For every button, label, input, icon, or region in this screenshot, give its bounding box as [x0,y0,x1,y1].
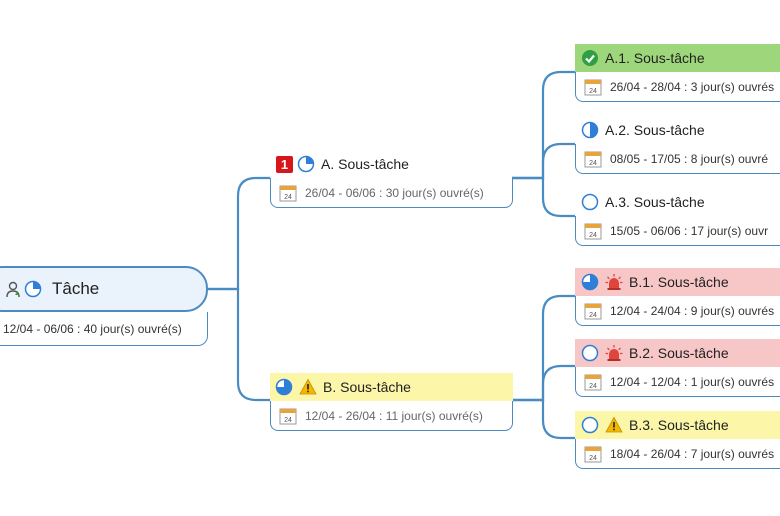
calendar-icon: 24 [584,79,602,95]
node-b1-dates: 24 12/04 - 24/04 : 9 jour(s) ouvrés [575,296,780,326]
check-icon [582,50,598,66]
half-progress-icon [581,121,599,139]
node-b3-title[interactable]: B.3. Sous-tâche [575,411,780,439]
connector-b-b1 [512,294,575,402]
node-b3-label: B.3. Sous-tâche [629,417,729,433]
empty-progress-icon [581,416,599,434]
three-quarter-progress-icon [275,378,293,396]
resource-person-icon [6,281,20,298]
empty-progress-icon [581,193,599,211]
svg-text:24: 24 [589,232,597,239]
root-node[interactable]: Tâche [0,266,208,312]
svg-text:24: 24 [589,455,597,462]
node-a-label: A. Sous-tâche [321,156,409,172]
svg-text:24: 24 [284,417,292,424]
node-a2-title[interactable]: A.2. Sous-tâche [581,116,780,144]
calendar-icon: 24 [584,446,602,462]
root-title: Tâche [52,279,100,298]
connector-a-a2 [512,142,575,180]
node-b1-title[interactable]: B.1. Sous-tâche [575,268,780,296]
node-b-label: B. Sous-tâche [323,379,411,395]
node-a2-dates: 24 08/05 - 17/05 : 8 jour(s) ouvré [575,144,780,174]
node-b2-title[interactable]: B.2. Sous-tâche [575,339,780,367]
warning-icon [605,416,623,433]
node-a1-label: A.1. Sous-tâche [605,50,705,66]
connector-root-b [208,287,270,402]
alarm-icon [605,345,623,361]
node-a1-dates: 24 26/04 - 28/04 : 3 jour(s) ouvrés [575,72,780,102]
node-a3-title[interactable]: A.3. Sous-tâche [581,188,780,216]
calendar-icon: 24 [584,223,602,239]
empty-progress-icon [581,344,599,362]
svg-text:24: 24 [284,194,292,201]
calendar-icon: 24 [584,151,602,167]
calendar-icon: 24 [584,374,602,390]
warning-icon [299,378,317,395]
calendar-icon: 24 [279,185,297,201]
node-a1-title[interactable]: A.1. Sous-tâche [575,44,780,72]
node-a3-dates: 24 15/05 - 06/06 : 17 jour(s) ouvr [575,216,780,246]
quarter-progress-icon [297,155,315,173]
calendar-icon: 24 [584,303,602,319]
connector-b-b2 [512,364,575,402]
quarter-progress-icon [24,280,42,298]
svg-text:24: 24 [589,312,597,319]
node-a-dates: 24 26/04 - 06/06 : 30 jour(s) ouvré(s) [270,178,513,208]
node-b2-label: B.2. Sous-tâche [629,345,729,361]
node-b-title[interactable]: B. Sous-tâche [270,373,513,401]
node-b2-dates: 24 12/04 - 12/04 : 1 jour(s) ouvrés [575,367,780,397]
connector-a-a1 [512,70,575,180]
connector-b-b3 [512,398,575,440]
node-b1-label: B.1. Sous-tâche [629,274,729,290]
priority-1-icon: 1 [276,155,293,173]
connector-a-a3 [512,176,575,218]
calendar-icon: 24 [279,408,297,424]
node-b3-dates: 24 18/04 - 26/04 : 7 jour(s) ouvrés [575,439,780,469]
alarm-icon [605,274,623,290]
root-icons [4,280,42,298]
connector-root-a [208,176,270,291]
svg-text:24: 24 [589,88,597,95]
node-a-title[interactable]: 1 A. Sous-tâche [276,150,512,178]
svg-text:24: 24 [589,383,597,390]
svg-text:24: 24 [589,160,597,167]
root-dates: 12/04 - 06/06 : 40 jour(s) ouvré(s) [0,312,208,346]
node-b-dates: 24 12/04 - 26/04 : 11 jour(s) ouvré(s) [270,401,513,431]
node-a3-label: A.3. Sous-tâche [605,194,705,210]
three-quarter-progress-icon [581,273,599,291]
node-a2-label: A.2. Sous-tâche [605,122,705,138]
